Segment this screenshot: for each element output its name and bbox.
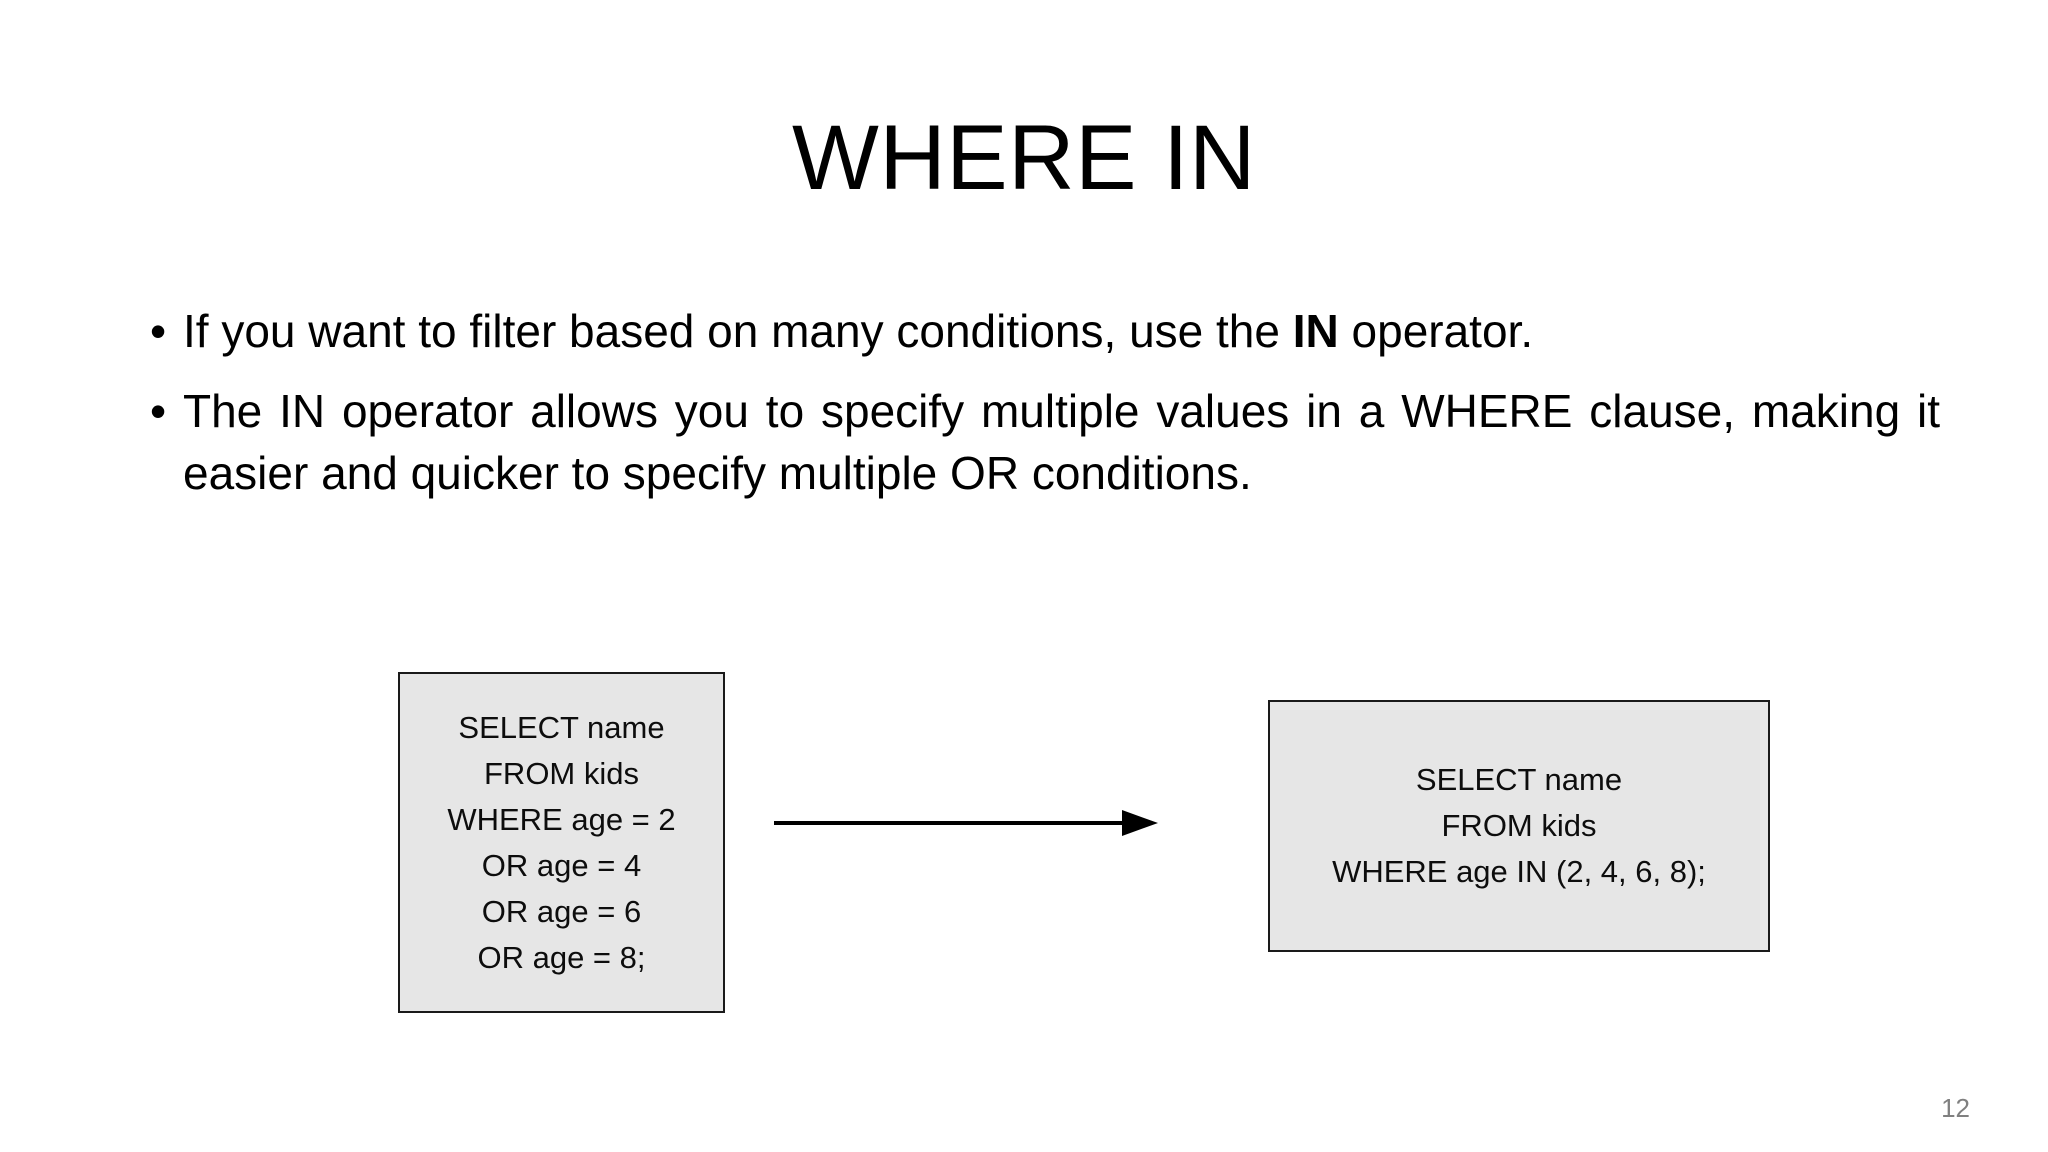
code-line: SELECT name [1415, 762, 1623, 797]
code-line: FROM kids [1441, 808, 1597, 843]
bullet-marker-icon: • [150, 385, 167, 437]
code-line: OR age = 6 [481, 893, 642, 929]
code-line: WHERE age = 2 [447, 801, 676, 837]
bullet-item-in-operator: • If you want to filter based on many co… [150, 300, 1940, 362]
code-line: OR age = 4 [481, 847, 642, 883]
plain-text: The IN operator allows you to specify mu… [183, 385, 1940, 499]
bullet-text-in-operator: If you want to filter based on many cond… [183, 300, 1940, 362]
code-line: OR age = 8; [477, 939, 646, 975]
code-line: WHERE age IN (2, 4, 6, 8); [1332, 854, 1706, 889]
arrow-head [1122, 810, 1158, 836]
code-line: FROM kids [484, 755, 639, 791]
emphasis-text: IN [1292, 305, 1339, 357]
bullet-item-multiple-values: • The IN operator allows you to specify … [150, 380, 1940, 504]
slide-number: 12 [1941, 1093, 1970, 1123]
page-title: WHERE IN [792, 107, 1256, 209]
bullet-marker-icon: • [150, 305, 167, 357]
plain-text: If you want to filter based on many cond… [183, 305, 1293, 357]
rightward-arrow-icon [774, 810, 1158, 836]
bullet-list: • If you want to filter based on many co… [150, 300, 1940, 522]
plain-text: operator. [1338, 305, 1534, 357]
code-line: SELECT name [458, 709, 665, 745]
bullet-text-multiple-values: The IN operator allows you to specify mu… [183, 380, 1940, 504]
